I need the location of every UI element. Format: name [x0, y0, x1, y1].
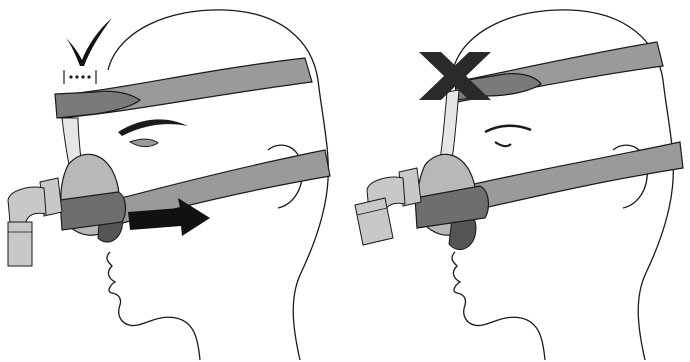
spacing-indicator	[64, 70, 96, 84]
tube-elbow	[8, 187, 46, 222]
incorrect-fit-drawing	[345, 0, 690, 362]
eye	[130, 139, 158, 147]
eyebrow	[485, 126, 531, 132]
incorrect-fit-panel	[345, 0, 690, 362]
correct-fit-drawing	[0, 0, 345, 362]
lower-strap	[470, 142, 683, 210]
swivel-tube	[8, 222, 32, 266]
forehead-pad	[55, 91, 140, 118]
eye	[495, 142, 511, 146]
check-mark-icon	[66, 18, 112, 66]
eyebrow	[118, 119, 188, 136]
correct-fit-panel	[0, 0, 345, 362]
